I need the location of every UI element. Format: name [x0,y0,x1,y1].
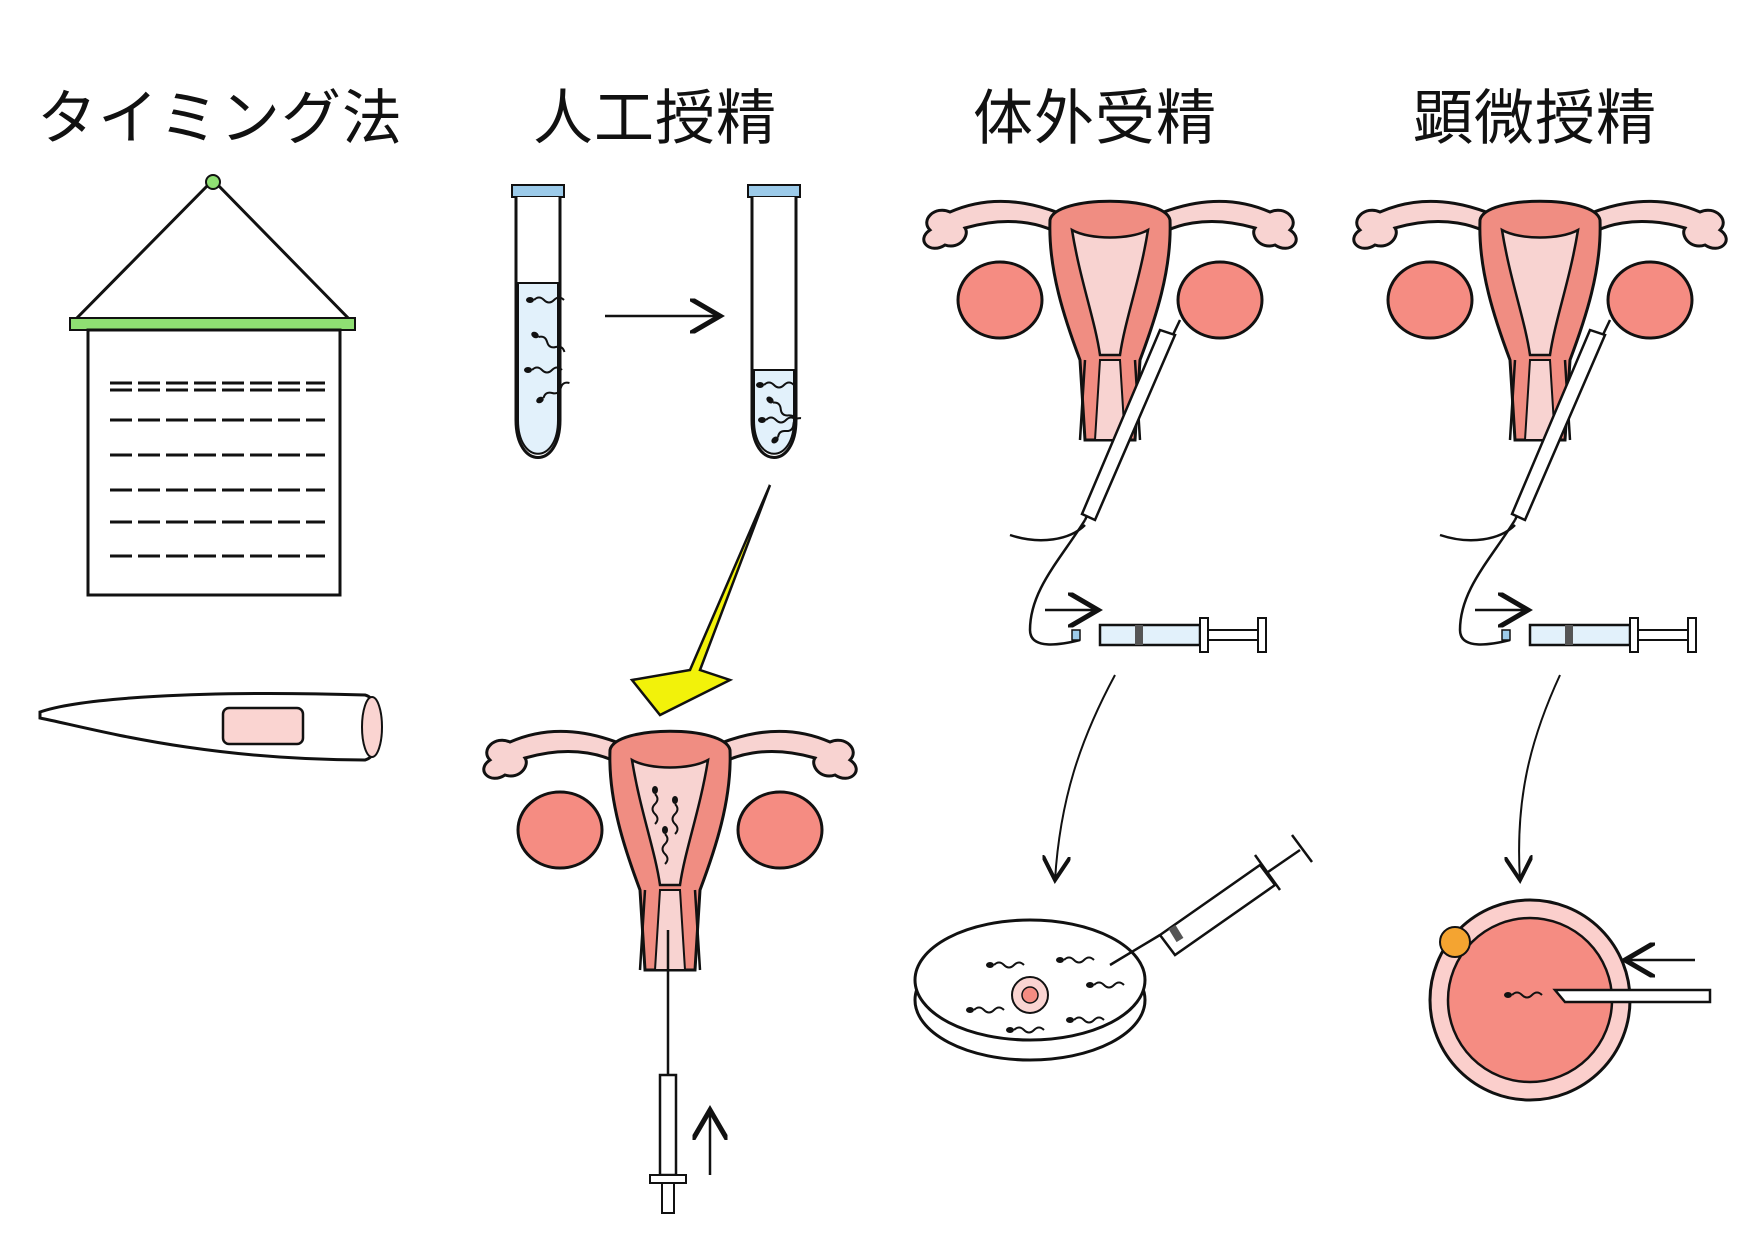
needle-probe-icon [1009,319,1182,646]
syringe-icon [1501,617,1697,653]
syringe-icon [1109,834,1314,967]
needle-probe-icon [1439,319,1612,646]
title-artificial-insemination: 人工授精 [533,84,777,154]
arrow-down [1055,674,1116,880]
test-tube-concentrated-icon [747,184,804,459]
uterus-icon [1352,199,1728,442]
syringe-icon [649,930,687,1214]
title-icsi: 顕微授精 [1413,84,1657,154]
yellow-arrow-icon [629,484,772,717]
uterus-icon [482,729,858,972]
thermometer-icon [38,692,383,762]
calendar-icon [68,174,357,597]
syringe-icon [1071,617,1267,653]
test-tube-icon [511,184,572,459]
uterus-icon [922,199,1298,442]
title-timing-method: タイミング法 [37,84,403,154]
micropipette-icon [1552,988,1712,1004]
petri-dish-icon [913,918,1147,1062]
title-ivf: 体外受精 [973,84,1217,154]
egg-cell-icon [1428,898,1632,1102]
arrow-down [1519,674,1561,880]
